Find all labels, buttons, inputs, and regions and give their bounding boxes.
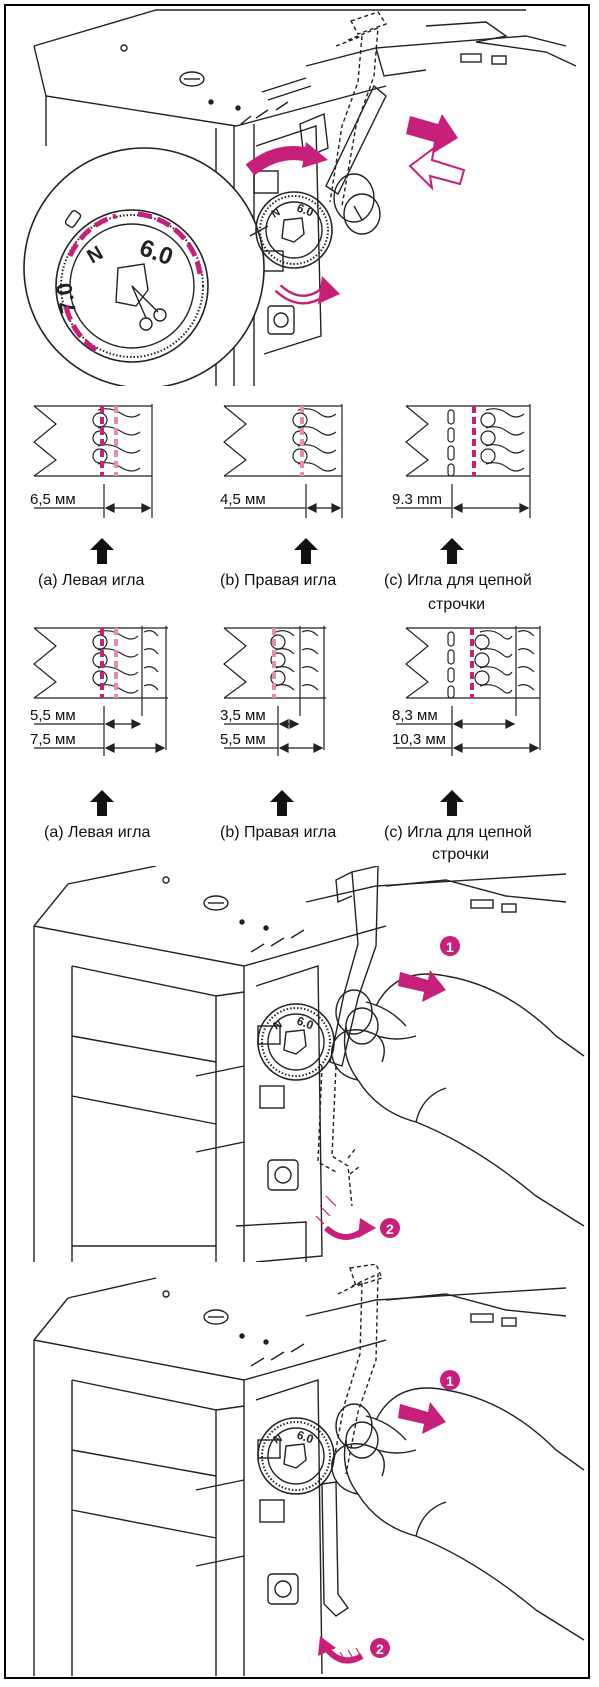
mid-dial-label-6: 6.0	[295, 1014, 316, 1033]
caption-left-1: (a) Левая игла	[38, 572, 145, 589]
stitch-diagram-left-2: 5,5 мм 7,5 мм	[30, 626, 168, 756]
measure-left-1: 6,5 мм	[30, 491, 76, 508]
machine-dial-illustration: 6.0 N 7.0 6.0 N	[23, 9, 577, 386]
rotate-clockwise-arrow	[245, 142, 328, 176]
up-arrow-chain-1	[440, 538, 464, 564]
step-marker-1-bottom: 1	[440, 1370, 460, 1390]
small-dial-label-n: N	[270, 206, 283, 220]
bottom-dial-label-n: N	[272, 1432, 285, 1446]
return-arrow-2-bottom	[318, 1636, 364, 1664]
page-frame	[4, 4, 590, 1679]
step-marker-1-bottom-label: 1	[446, 1373, 454, 1389]
step-marker-1: 1	[440, 936, 460, 956]
lever-pull-illustration: 6.0 N 1 2	[33, 866, 585, 1262]
stitch-diagram-chain-1: 9.3 mm	[392, 404, 531, 518]
caption-chain-2-line1: (c) Игла для цепной	[384, 824, 532, 841]
caption-chain-1-line2: строчки	[428, 596, 486, 613]
pull-arrow-1	[398, 970, 446, 1002]
small-dial-label-6: 6.0	[295, 201, 316, 220]
push-arrow-1-bottom	[398, 1402, 446, 1434]
measure-right-2a: 3,5 мм	[220, 707, 266, 724]
up-arrow-right-2	[270, 790, 294, 816]
caption-chain-1-line1: (c) Игла для цепной	[384, 572, 532, 589]
caption-chain-2-line2: строчки	[432, 846, 490, 863]
step-marker-1-label: 1	[446, 939, 454, 955]
return-arrow-left	[408, 145, 466, 191]
measure-right-2b: 5,5 мм	[220, 731, 266, 748]
measure-left-2b: 7,5 мм	[30, 731, 76, 748]
bottom-dial-label-6: 6.0	[295, 1428, 316, 1447]
caption-right-2: (b) Правая игла	[220, 824, 337, 841]
up-arrow-left-2	[90, 790, 114, 816]
step-marker-2-label: 2	[386, 1221, 394, 1237]
caption-left-2: (a) Левая игла	[44, 824, 151, 841]
measure-left-2a: 5,5 мм	[30, 707, 76, 724]
measure-chain-1: 9.3 mm	[392, 491, 442, 508]
caption-right-1: (b) Правая игла	[220, 572, 337, 589]
stitch-diagram-right-2: 3,5 мм 5,5 мм	[220, 626, 326, 756]
lever-return-illustration: 6.0 N 1 2	[33, 1264, 585, 1676]
step-marker-2-bottom: 2	[370, 1638, 390, 1658]
stitch-diagram-left-1: 6,5 мм	[30, 404, 153, 518]
step-marker-2: 2	[380, 1218, 400, 1238]
measure-chain-2b: 10,3 мм	[392, 731, 446, 748]
push-arrow-right	[406, 114, 458, 154]
swing-arrow-2	[323, 1218, 376, 1240]
mid-dial-label-n: N	[272, 1018, 285, 1032]
step-marker-2-bottom-label: 2	[376, 1641, 384, 1657]
up-arrow-left-1	[90, 538, 114, 564]
stitch-diagram-chain-2: 8,3 мм 10,3 мм	[392, 626, 541, 756]
rotate-counter-arrow	[274, 276, 340, 305]
up-arrow-right-1	[294, 538, 318, 564]
measure-right-1: 4,5 мм	[220, 491, 266, 508]
measure-chain-2a: 8,3 мм	[392, 707, 438, 724]
up-arrow-chain-2	[440, 790, 464, 816]
stitch-diagram-right-1: 4,5 мм	[220, 404, 343, 518]
